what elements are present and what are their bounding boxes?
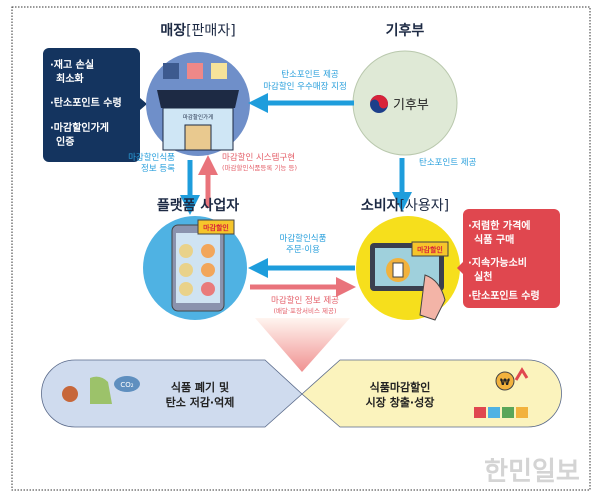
arrow-label: 탄소포인트 제공 bbox=[419, 157, 477, 168]
benefit-text: 인증 bbox=[56, 135, 74, 148]
benefit-text: 최소화 bbox=[56, 72, 84, 85]
arrow-label: 탄소포인트 제공 bbox=[281, 69, 339, 80]
shop-icon bbox=[488, 407, 500, 418]
waste-bag-icon bbox=[90, 376, 112, 404]
outcome-left: CO₂ 식품 폐기 및 탄소 저감·억제 bbox=[41, 359, 303, 428]
milk-icon bbox=[211, 63, 227, 79]
benefit-text: ·탄소포인트 수령 bbox=[468, 289, 540, 302]
store-title: 매장[판매자] bbox=[160, 22, 235, 39]
benefit-text: ·저렴한 가격에 bbox=[468, 219, 530, 232]
arrow-label: (배달·포장서비스 제공) bbox=[273, 306, 336, 315]
benefit-text: ·재고 손실 bbox=[50, 58, 94, 71]
outcome-text: 시장 창출·성장 bbox=[366, 395, 435, 409]
arrow-label: 주문·이용 bbox=[286, 244, 320, 255]
shop-icon bbox=[502, 407, 514, 418]
arrow-label: (마감할인식품등록 기능 등) bbox=[222, 163, 297, 172]
platform-illustration: 마감할인 bbox=[143, 216, 247, 320]
outcome-text: 식품 폐기 및 bbox=[171, 380, 229, 394]
ministry-title: 기후부 bbox=[386, 23, 425, 39]
arrow-label: 마감할인 정보 제공 bbox=[271, 295, 339, 306]
shop-icon bbox=[474, 407, 486, 418]
store-illustration: 마감할인가게 bbox=[146, 52, 250, 156]
down-triangle bbox=[255, 318, 350, 372]
consumer-illustration: 마감할인 bbox=[356, 216, 460, 321]
outcome-text: 식품마감할인 bbox=[370, 380, 431, 394]
growth-arrow-icon bbox=[514, 367, 529, 381]
platform-title: 플랫폼 사업자 bbox=[157, 197, 239, 214]
co2-cloud-icon bbox=[114, 376, 140, 392]
discount-badge: 마감할인 bbox=[203, 223, 229, 232]
ministry-illustration: 기후부 bbox=[352, 50, 458, 156]
benefit-text: 식품 구매 bbox=[474, 233, 514, 246]
pizza-icon bbox=[163, 63, 179, 79]
discount-badge: 마감할인 bbox=[417, 245, 443, 254]
arrow-label: 마감할인 우수매장 지정 bbox=[263, 81, 347, 92]
money-bag-icon bbox=[495, 371, 515, 391]
outcome-right: 식품마감할인 시장 창출·성장 ₩ bbox=[301, 359, 562, 428]
shop-icon bbox=[516, 407, 528, 418]
consumer-title: 소비자[사용자] bbox=[361, 198, 449, 214]
benefit-text: ·마감할인가게 bbox=[50, 121, 109, 134]
store-benefits-box: ·재고 손실 최소화 ·탄소포인트 수령 ·마감할인가게 인증 bbox=[43, 48, 147, 162]
dotted-frame bbox=[11, 6, 591, 491]
store-sign: 마감할인가게 bbox=[183, 113, 213, 121]
arrow-label: 마감할인식품 bbox=[280, 233, 327, 244]
benefit-text: ·탄소포인트 수령 bbox=[50, 96, 122, 109]
consumer-benefits-box: ·저렴한 가격에 식품 구매 ·지속가능소비 실천 ·탄소포인트 수령 bbox=[457, 209, 560, 308]
arrow-label: 정보 등록 bbox=[141, 163, 175, 174]
hand-icon bbox=[419, 274, 446, 321]
ministry-logo-text: 기후부 bbox=[393, 98, 429, 113]
arrow-label: 마감할인 시스템구현 bbox=[222, 152, 295, 163]
co2-label: CO₂ bbox=[120, 381, 133, 389]
benefit-text: ·지속가능소비 bbox=[468, 256, 527, 269]
watermark: 한민일보 bbox=[484, 457, 580, 487]
cake-icon bbox=[187, 63, 203, 79]
benefit-text: 실천 bbox=[474, 270, 492, 283]
won-symbol: ₩ bbox=[500, 378, 510, 388]
arrow-label: 마감할인식품 bbox=[128, 152, 175, 163]
outcome-text: 탄소 저감·억제 bbox=[166, 395, 235, 409]
food-waste-icon bbox=[62, 386, 78, 402]
